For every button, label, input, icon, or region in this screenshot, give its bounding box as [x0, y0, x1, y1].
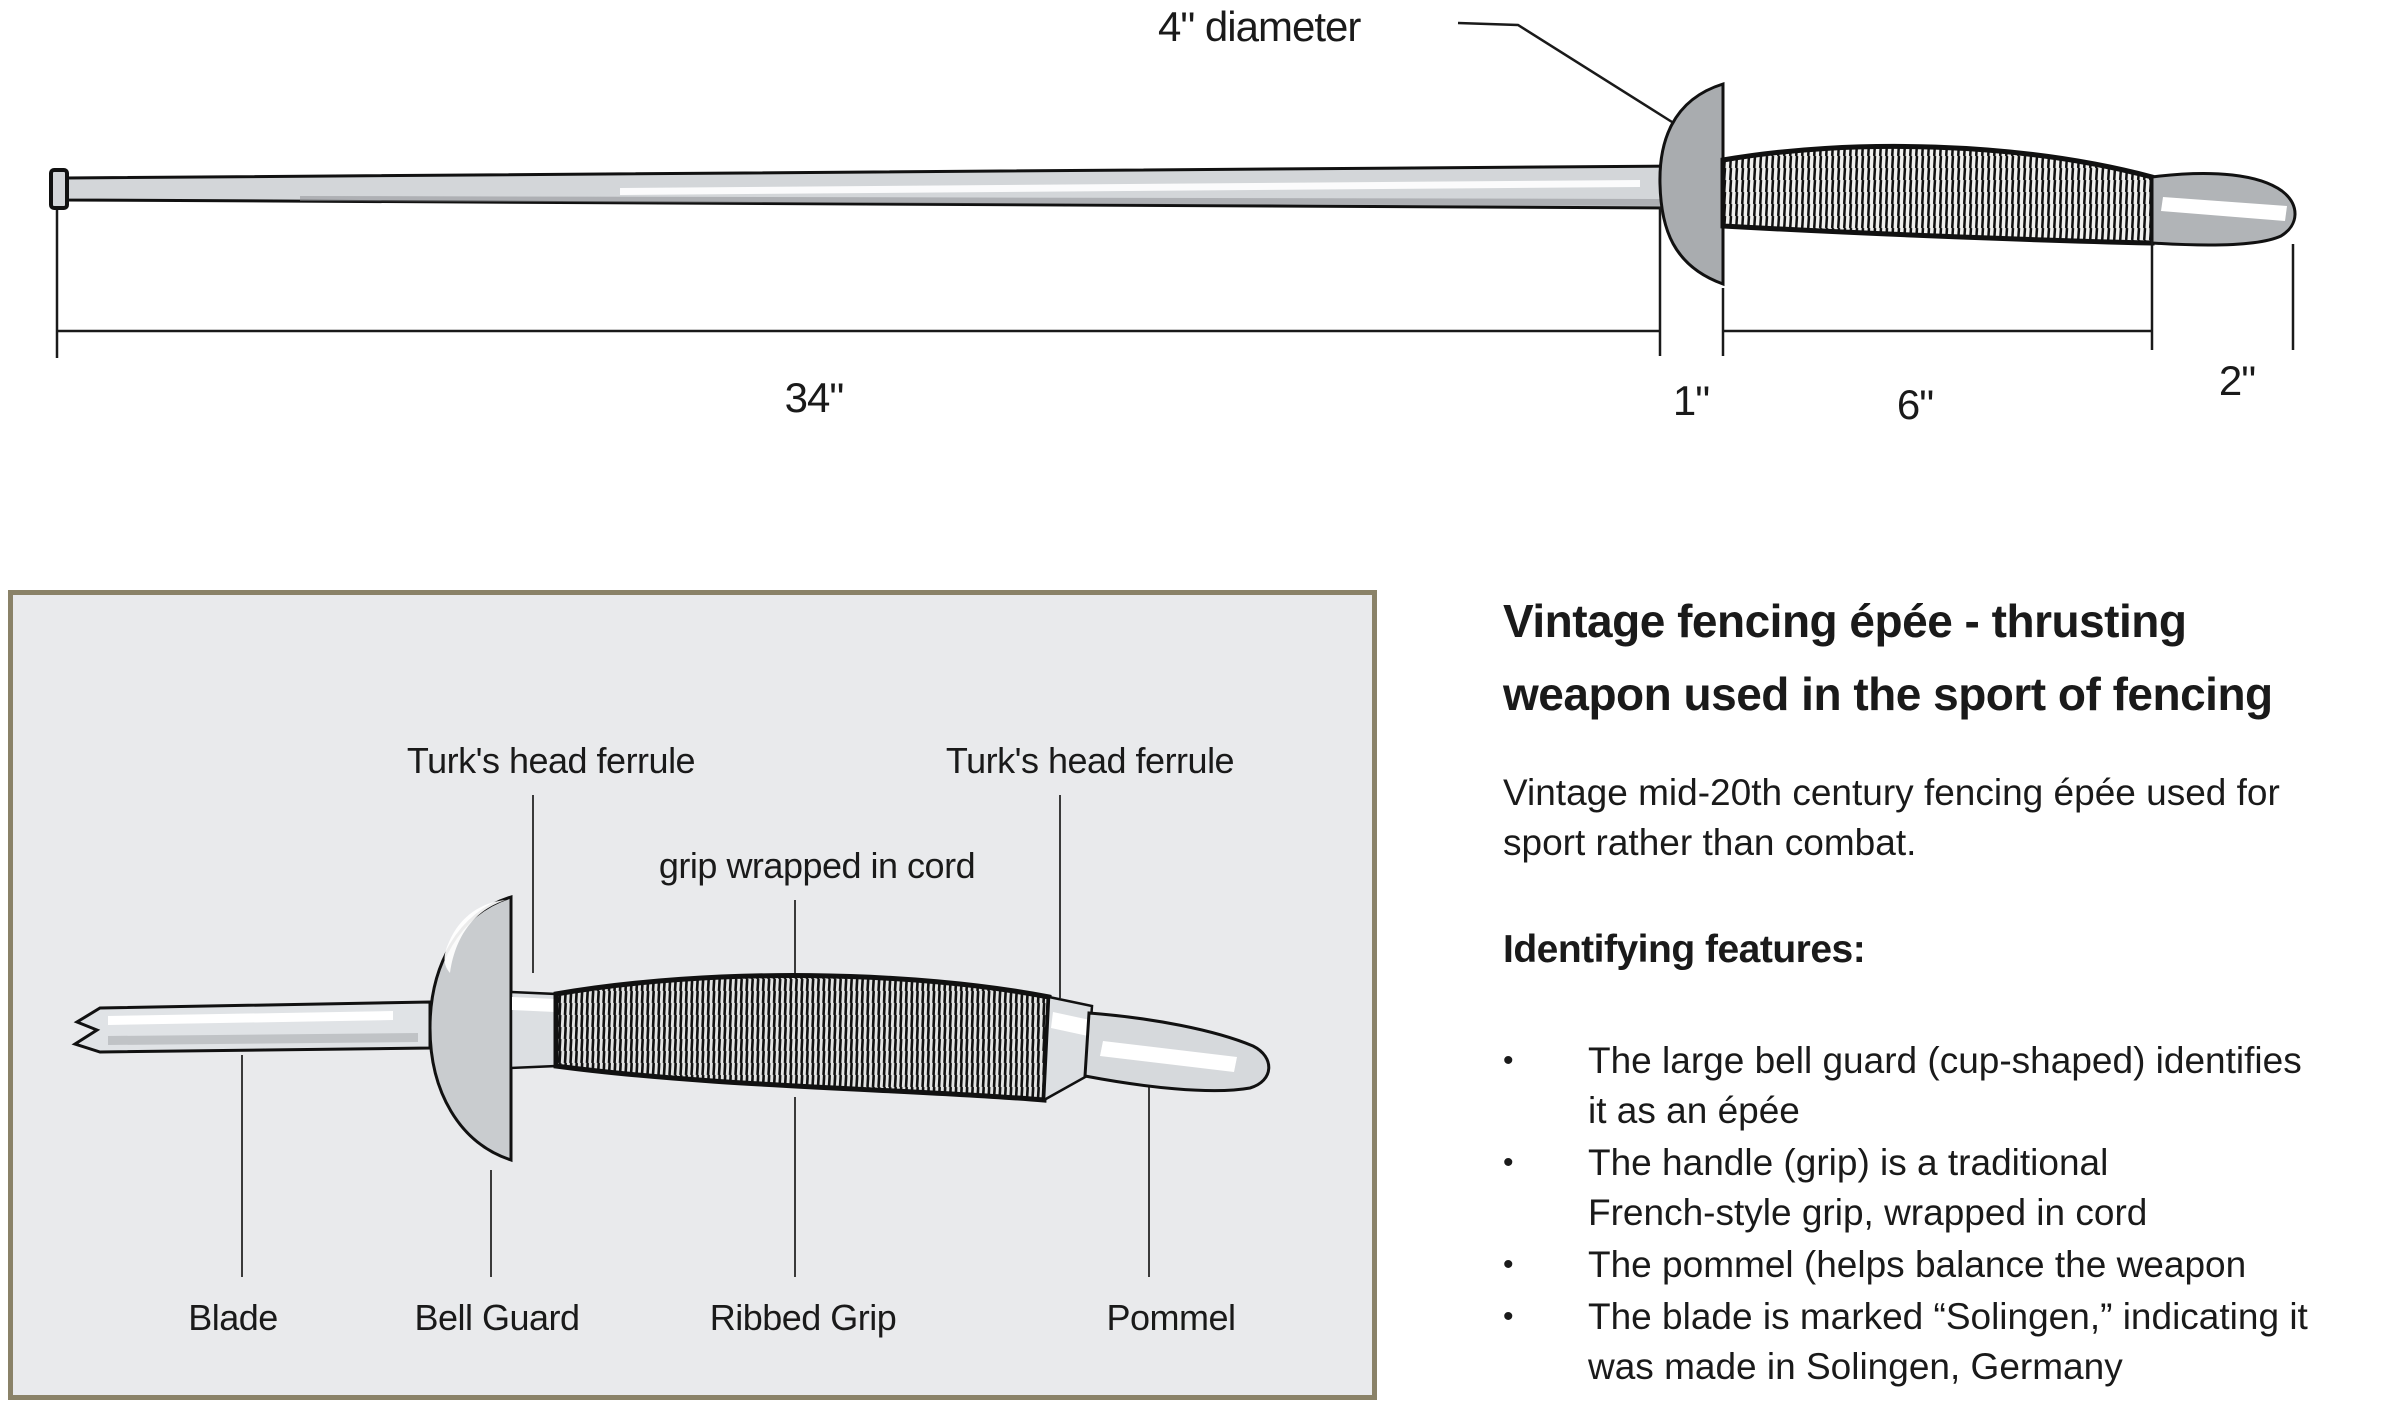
blade-highlight — [620, 180, 1640, 195]
description-text: Vintage mid-20th century fencing épée us… — [1503, 768, 2400, 868]
epee-side-view-art — [49, 21, 2297, 358]
diagram-grip-shape — [553, 973, 1052, 1103]
label-turks-head-ferrule-left: Turk's head ferrule — [406, 740, 696, 781]
diagram-ferrule-left-highlight — [512, 997, 555, 1012]
description-line1: Vintage mid-20th century fencing épée us… — [1503, 772, 2280, 813]
page-title-line2: weapon used in the sport of fencing — [1503, 668, 2273, 720]
diagram-bell-guard-highlight — [444, 900, 506, 973]
info-column: Vintage fencing épée - thrusting weapon … — [1503, 585, 2400, 1394]
grip-shape — [1720, 143, 2155, 246]
parts-diagram-art — [71, 795, 1271, 1277]
label-blade: Blade — [188, 1297, 278, 1338]
pommel-highlight — [2161, 197, 2287, 221]
diagram-ferrule-right-shape — [1042, 995, 1094, 1103]
diameter-leader-line — [1457, 21, 1673, 124]
bullet-icon: • — [1503, 1044, 1514, 1077]
feature-line: French-style grip, wrapped in cord — [1588, 1192, 2148, 1233]
guard-width-label: 1" — [1672, 377, 1710, 424]
label-pommel: Pommel — [1106, 1297, 1236, 1338]
label-turks-head-ferrule-right: Turk's head ferrule — [945, 740, 1235, 781]
page-title: Vintage fencing épée - thrusting weapon … — [1503, 585, 2400, 731]
page-title-line1: Vintage fencing épée - thrusting — [1503, 595, 2187, 647]
description-line2: sport rather than combat. — [1503, 822, 1917, 863]
pommel-length-label: 2" — [2218, 357, 2256, 404]
label-grip-wrapped-in-cord: grip wrapped in cord — [658, 845, 976, 886]
features-list: • The large bell guard (cup-shaped) iden… — [1503, 1036, 2400, 1392]
feature-line: The handle (grip) is a traditional — [1588, 1142, 2109, 1183]
diameter-callout-label: 4" diameter — [1158, 3, 1361, 50]
label-ribbed-grip: Ribbed Grip — [709, 1297, 897, 1338]
diagram-ferrule-right-highlight — [1051, 1012, 1090, 1036]
list-item: • The blade is marked “Solingen,” indica… — [1503, 1292, 2400, 1392]
diagram-bell-guard-shape — [428, 894, 513, 1163]
feature-text: The pommel (helps balance the weapon — [1588, 1240, 2246, 1290]
bullet-icon: • — [1503, 1300, 1514, 1333]
dimension-lines — [55, 207, 2295, 358]
list-item: • The large bell guard (cup-shaped) iden… — [1503, 1036, 2400, 1136]
feature-line: it as an épée — [1588, 1090, 1800, 1131]
blade-bottom-shade — [300, 196, 1670, 206]
list-item: • The pommel (helps balance the weapon — [1503, 1240, 2400, 1290]
feature-line: The blade is marked “Solingen,” indicati… — [1588, 1296, 2308, 1337]
blade-length-label: 34" — [784, 374, 845, 421]
feature-text: The large bell guard (cup-shaped) identi… — [1588, 1036, 2302, 1136]
parts-diagram-box: Turk's head ferrule Turk's head ferrule … — [8, 590, 1377, 1400]
feature-line: The large bell guard (cup-shaped) identi… — [1588, 1040, 2302, 1081]
diagram-leader-lines — [241, 795, 1150, 1277]
diagram-blade-highlight — [108, 1011, 393, 1025]
feature-line: The pommel (helps balance the weapon — [1588, 1244, 2247, 1285]
feature-line: was made in Solingen, Germany — [1588, 1346, 2123, 1387]
bell-guard-shape — [1658, 81, 1725, 287]
bullet-icon: • — [1503, 1146, 1514, 1179]
epee-measured-drawing: 4" diameter 34" 1" 6" 2" — [0, 0, 2400, 470]
list-item: • The handle (grip) is a traditional Fre… — [1503, 1138, 2400, 1238]
bullet-icon: • — [1503, 1248, 1514, 1281]
label-bell-guard: Bell Guard — [414, 1297, 580, 1338]
tip-button — [49, 168, 69, 210]
diagram-pommel-highlight — [1100, 1041, 1237, 1072]
identifying-features-heading: Identifying features: — [1503, 928, 1866, 971]
feature-text: The handle (grip) is a traditional Frenc… — [1588, 1138, 2147, 1238]
grip-length-label: 6" — [1896, 381, 1934, 428]
feature-text: The blade is marked “Solingen,” indicati… — [1588, 1292, 2308, 1392]
diagram-blade-shade — [108, 1033, 418, 1045]
